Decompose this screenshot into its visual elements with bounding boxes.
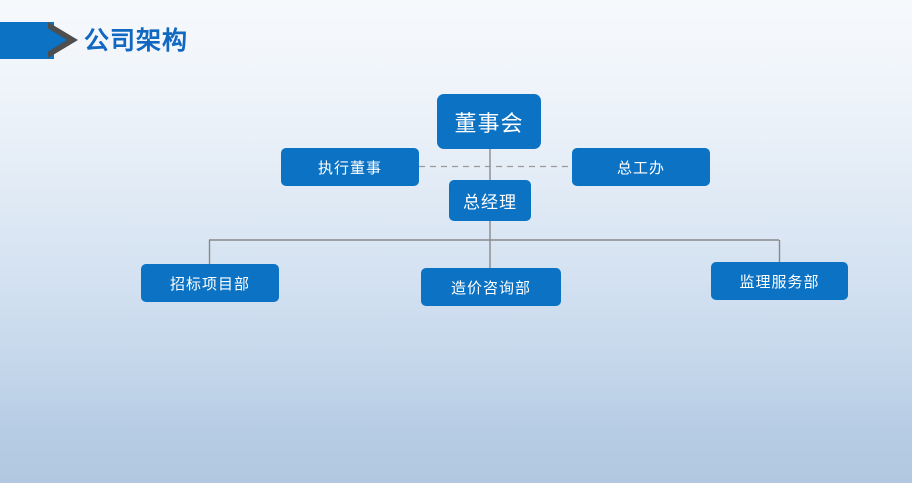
org-node-executive-director[interactable]: 执行董事 — [281, 148, 419, 186]
org-node-cost-consulting-dept[interactable]: 造价咨询部 — [421, 268, 561, 306]
org-node-chief-engineer-office[interactable]: 总工办 — [572, 148, 710, 186]
banner-arrowhead-inner-icon — [44, 26, 67, 54]
org-node-supervision-service-dept[interactable]: 监理服务部 — [711, 262, 848, 300]
page-title: 公司架构 — [84, 27, 189, 55]
org-node-general-manager[interactable]: 总经理 — [449, 180, 531, 221]
org-node-board[interactable]: 董事会 — [437, 94, 541, 149]
org-node-bidding-project-dept[interactable]: 招标项目部 — [141, 264, 279, 302]
title-banner-arrow — [0, 22, 78, 59]
